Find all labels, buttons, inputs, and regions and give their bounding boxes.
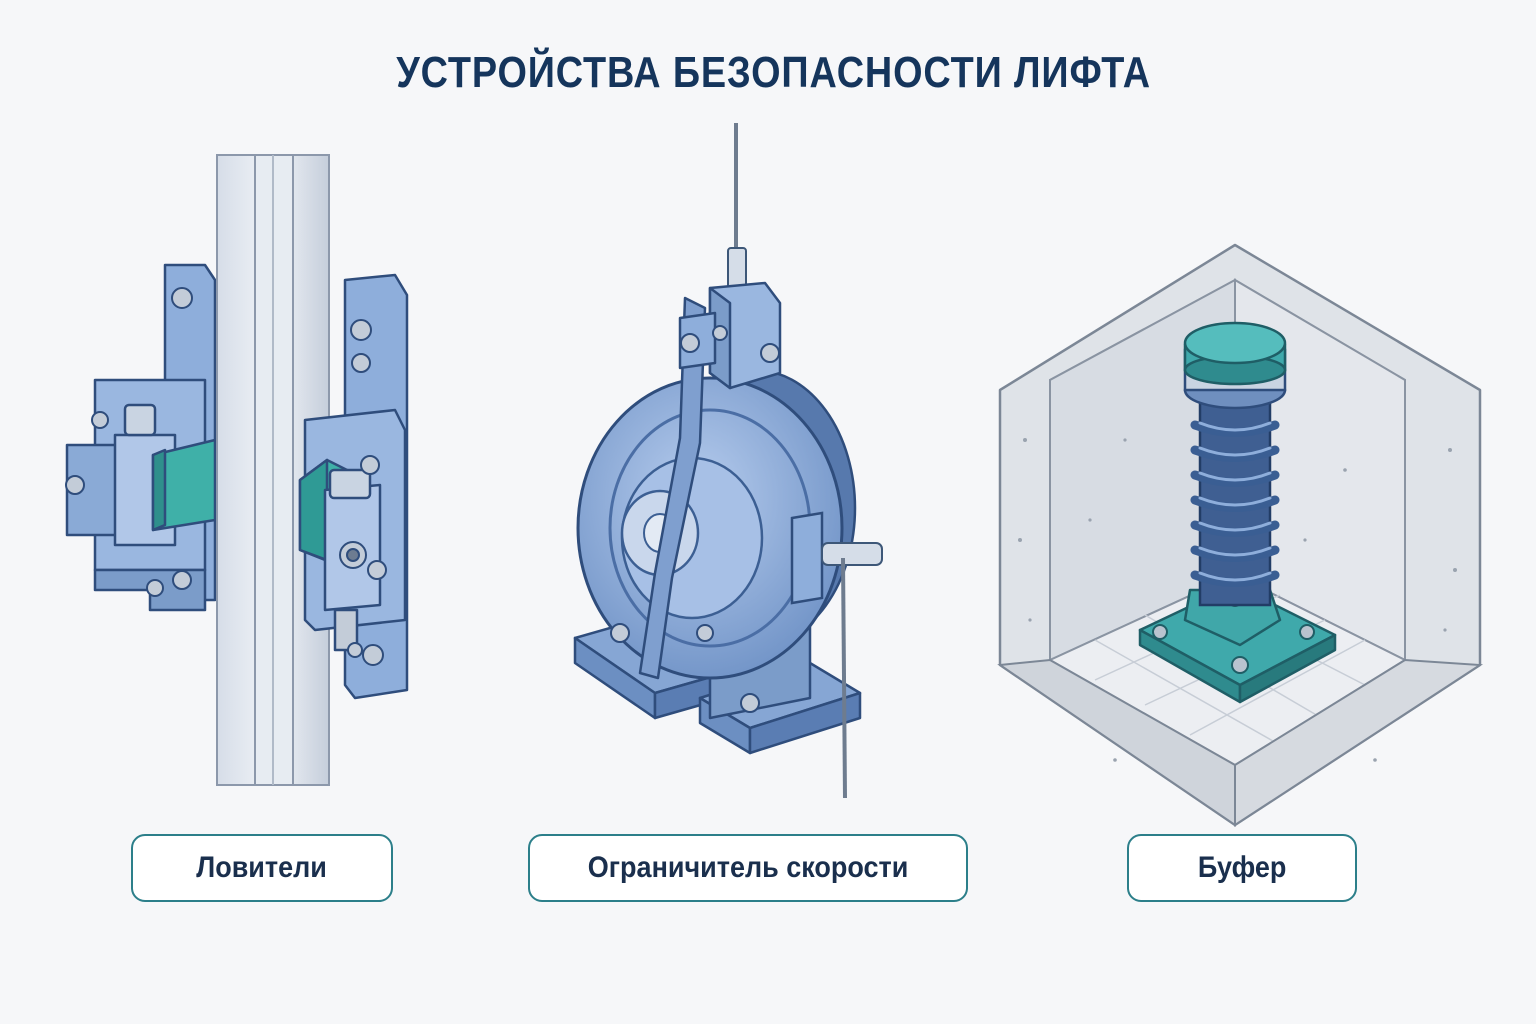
label-safety-gear: Ловители bbox=[131, 834, 393, 902]
label-speed-governor: Ограничитель скорости bbox=[528, 834, 968, 902]
label-buffer: Буфер bbox=[1127, 834, 1357, 902]
buffer-illustration bbox=[995, 240, 1485, 830]
safety-gear-illustration bbox=[55, 150, 425, 790]
speed-governor-illustration bbox=[560, 118, 920, 808]
page-title: УСТРОЙСТВА БЕЗОПАСНОСТИ ЛИФТА bbox=[396, 48, 1151, 97]
